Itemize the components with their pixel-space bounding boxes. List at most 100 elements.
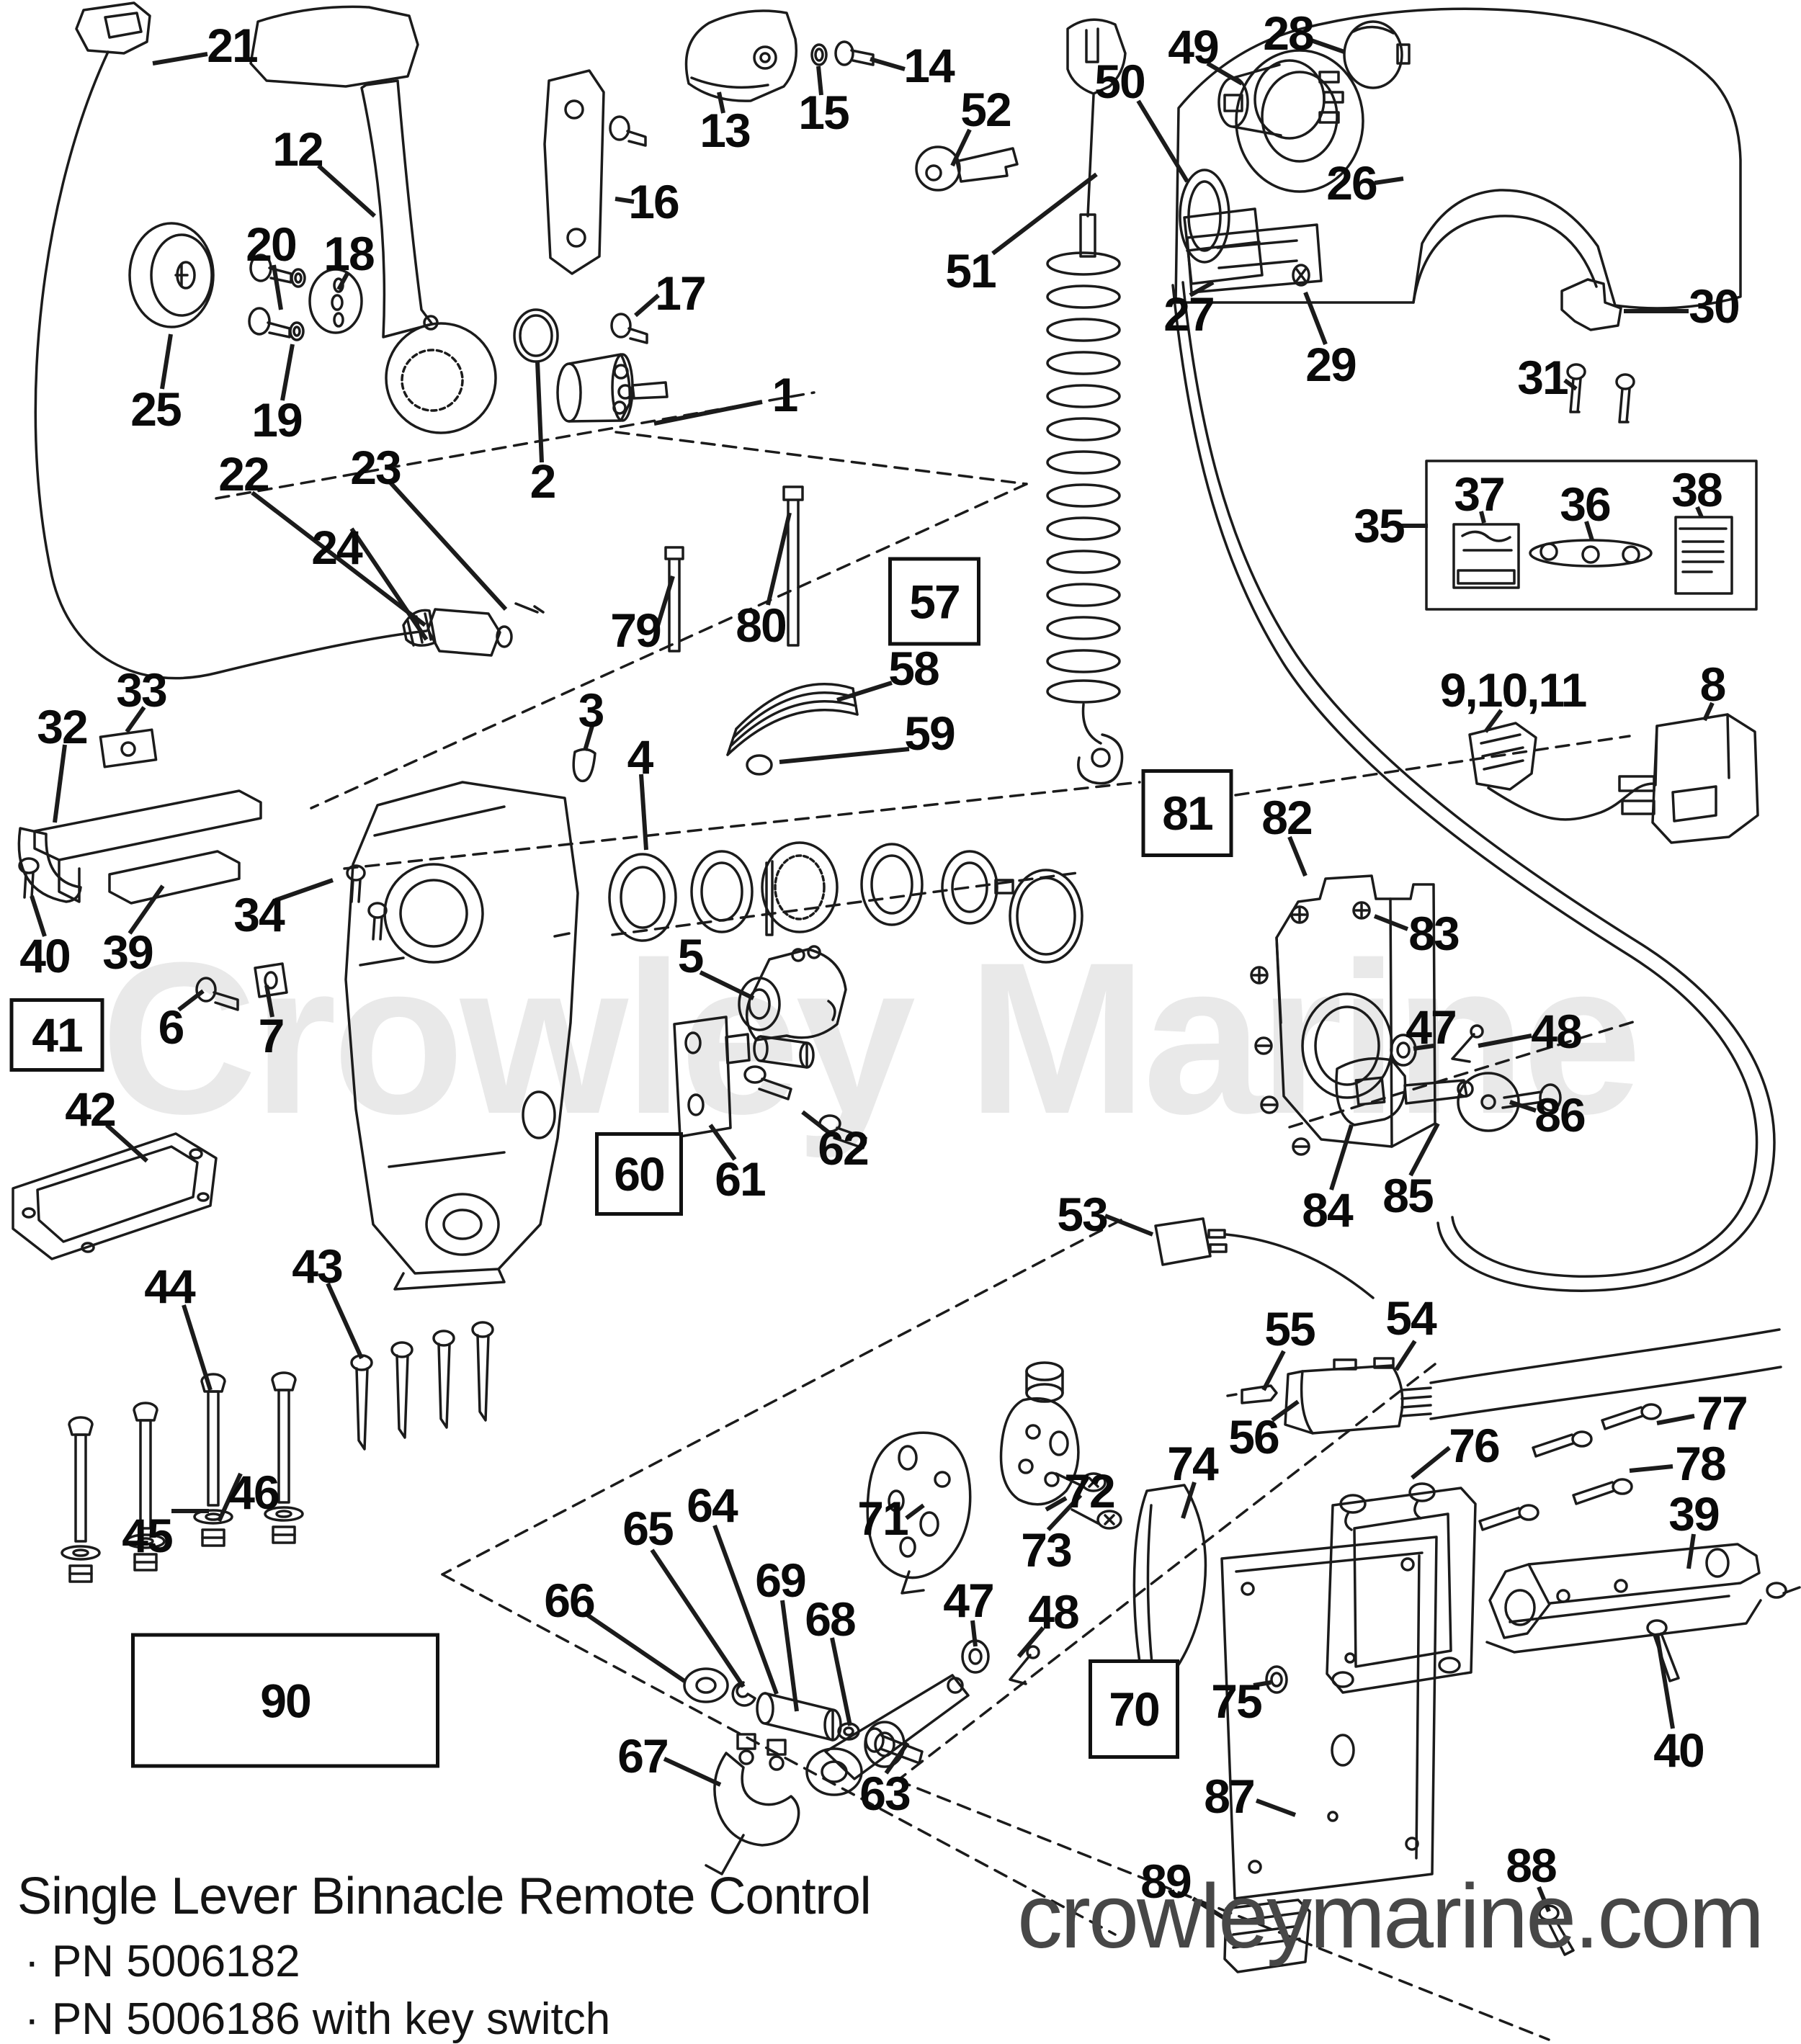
guide-line <box>896 1779 1550 2041</box>
leader-line <box>1656 1414 1695 1425</box>
part-label-61: 61 <box>715 1152 766 1206</box>
part-label-46: 46 <box>228 1466 280 1519</box>
leader-line <box>535 361 544 463</box>
part-label-88: 88 <box>1506 1839 1557 1892</box>
leader-line <box>1310 38 1345 54</box>
detent-lever-art <box>1335 1024 1562 1132</box>
leader-line <box>274 878 334 902</box>
leader-line <box>1206 61 1243 86</box>
guide-line <box>615 431 1028 485</box>
guide-line <box>441 1219 1122 1576</box>
leader-line <box>1702 701 1715 722</box>
leader-line <box>1478 1034 1532 1048</box>
hub-hardware-art <box>128 222 669 423</box>
part-label-90: 90 <box>131 1633 439 1768</box>
part-label-39: 39 <box>102 925 153 979</box>
tilt-housing-art <box>1250 874 1436 1156</box>
leader-line <box>583 725 594 751</box>
leader-line <box>217 1472 243 1523</box>
part-label-22: 22 <box>218 447 269 501</box>
part-label-60: 60 <box>595 1132 683 1216</box>
site-watermark: crowleymarine.com <box>1017 1865 1764 1967</box>
part-label-47: 47 <box>1406 1000 1457 1054</box>
leader-line <box>1695 506 1704 519</box>
part-label-63: 63 <box>859 1767 911 1820</box>
leader-line <box>316 163 377 218</box>
leader-lines <box>30 38 1715 1922</box>
rear-cover-art <box>1220 1403 1801 1973</box>
leader-line <box>30 895 47 937</box>
part-label-24: 24 <box>311 521 362 574</box>
switch-connector-art <box>1154 1217 1782 1435</box>
part-label-52: 52 <box>960 83 1011 136</box>
leader-line <box>1136 99 1189 183</box>
diagram-title: Single Lever Binnacle Remote Control <box>17 1868 872 1925</box>
part-label-32: 32 <box>37 700 88 753</box>
leader-line <box>1686 1533 1696 1569</box>
leader-line <box>780 1600 799 1712</box>
leader-line <box>1287 835 1308 877</box>
part-label-48: 48 <box>1028 1585 1079 1639</box>
part-label-67: 67 <box>617 1729 669 1783</box>
leader-line <box>1584 521 1594 541</box>
part-label-58: 58 <box>888 642 939 695</box>
part-label-87: 87 <box>1204 1770 1255 1823</box>
part-label-75: 75 <box>1211 1675 1262 1728</box>
part-label-8: 8 <box>1699 658 1727 711</box>
part-label-17: 17 <box>655 266 706 320</box>
leader-line <box>1253 1680 1272 1687</box>
leader-line <box>1483 709 1503 733</box>
part-label-5: 5 <box>677 929 705 982</box>
leader-line <box>1537 1886 1551 1913</box>
leader-line <box>1045 1496 1068 1512</box>
leader-line <box>1373 914 1409 931</box>
part-label-69: 69 <box>755 1554 806 1607</box>
part-label-74: 74 <box>1167 1437 1218 1490</box>
leader-line <box>950 128 972 167</box>
leader-line <box>884 1742 910 1775</box>
warning-decal-box-art <box>1425 460 1758 611</box>
leader-line <box>1629 1464 1673 1473</box>
leader-line <box>251 490 426 627</box>
leader-line <box>1479 511 1486 524</box>
lanyard-clip-art <box>34 1 428 680</box>
part-label-79: 79 <box>610 604 661 657</box>
part-label-86: 86 <box>1534 1088 1586 1142</box>
leader-line <box>615 197 635 204</box>
leader-line <box>125 706 146 733</box>
leader-line <box>1016 1626 1045 1658</box>
short-screws-art <box>350 1321 494 1451</box>
leader-line <box>182 1304 213 1391</box>
part-label-12: 12 <box>272 122 323 176</box>
leader-line <box>1261 1350 1286 1391</box>
part-label-29: 29 <box>1305 338 1357 391</box>
part-label-21: 21 <box>207 19 258 72</box>
part-label-51: 51 <box>945 244 996 297</box>
part-label-2: 2 <box>529 454 557 508</box>
part-label-48: 48 <box>1531 1005 1582 1058</box>
part-label-42: 42 <box>65 1082 116 1136</box>
leader-line <box>655 575 675 629</box>
part-label-77: 77 <box>1697 1386 1748 1440</box>
part-label-19: 19 <box>251 393 303 447</box>
leader-line <box>584 1611 686 1683</box>
leader-line <box>1255 1798 1297 1817</box>
part-label-35: 35 <box>1354 499 1405 552</box>
part-label-38: 38 <box>1671 463 1722 516</box>
leader-line <box>1408 1122 1440 1177</box>
part-label-30: 30 <box>1689 279 1740 333</box>
part-label-40: 40 <box>1653 1723 1704 1777</box>
part-label-72: 72 <box>1064 1464 1115 1518</box>
leader-line <box>264 985 274 1018</box>
leader-line <box>1374 176 1404 185</box>
leader-line <box>1046 1493 1083 1532</box>
leader-line <box>639 774 648 851</box>
diagram-artwork <box>12 1 1801 1973</box>
part-label-25: 25 <box>130 382 182 436</box>
leader-line <box>663 1757 722 1787</box>
part-label-47: 47 <box>943 1574 994 1627</box>
part-label-33: 33 <box>116 663 167 717</box>
leader-line <box>105 1123 148 1163</box>
control-lever-art <box>249 5 497 434</box>
guide-line <box>896 1363 1436 1782</box>
